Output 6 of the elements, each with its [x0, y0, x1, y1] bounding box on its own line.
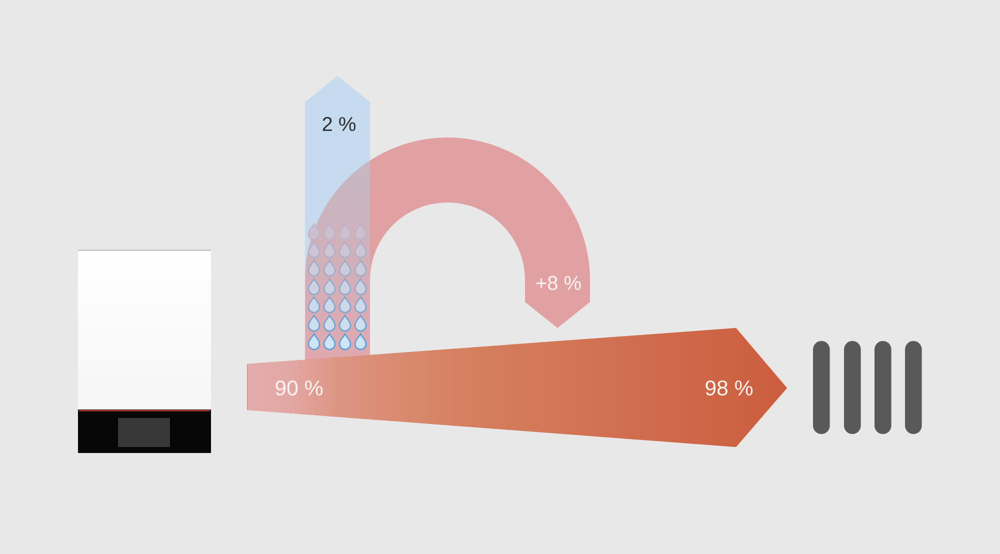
boiler — [78, 250, 211, 453]
percentage-label: 2 % — [322, 116, 356, 132]
percentage-label: +8 % — [536, 276, 581, 290]
percentage-label: 90 % — [276, 380, 323, 396]
radiator — [813, 341, 922, 434]
percentage-label: 98 % — [706, 380, 753, 396]
